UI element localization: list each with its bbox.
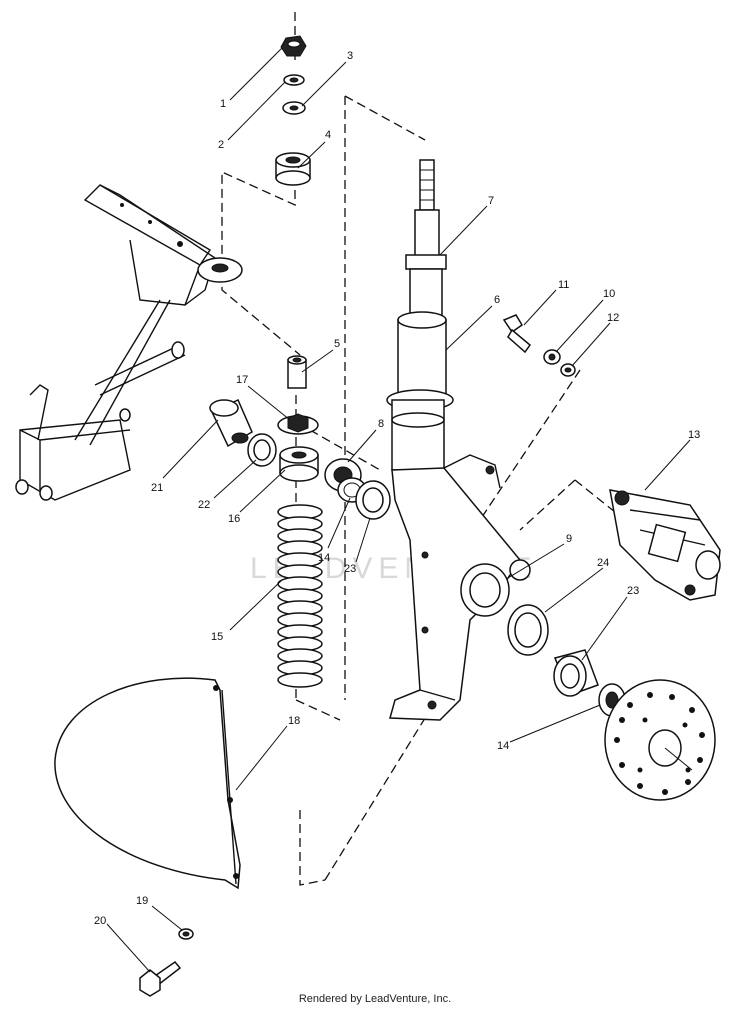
part-12-washer: [560, 363, 576, 377]
spindle-housing: [389, 454, 531, 721]
callout-15: 15: [211, 631, 223, 643]
part-7-spindle-shaft: [405, 159, 447, 325]
part-10-washer: [543, 349, 561, 365]
callout-23-upper: 23: [344, 563, 356, 575]
part-18-dust-cover: [54, 677, 241, 890]
part-23-race-lower: [553, 649, 599, 697]
callout-13: 13: [688, 429, 700, 441]
callout-22: 22: [198, 499, 210, 511]
callout-24: 24: [597, 557, 609, 569]
leader-lines: [106, 47, 691, 973]
part-21-plug: [209, 398, 253, 448]
callout-1: 1: [220, 98, 226, 110]
callout-16: 16: [228, 513, 240, 525]
part-4-bearing: [275, 152, 311, 186]
callout-9: 9: [566, 533, 572, 545]
part-22-cup: [247, 433, 277, 467]
callout-23-lower: 23: [627, 585, 639, 597]
callout-12: 12: [607, 312, 619, 324]
part-2-washer: [283, 74, 305, 86]
callout-8: 8: [378, 418, 384, 430]
callout-20: 20: [94, 915, 106, 927]
callout-14-upper: 14: [318, 552, 330, 564]
callout-18: 18: [288, 715, 300, 727]
part-5-nut: [287, 355, 307, 389]
brake-disc: [604, 679, 716, 801]
render-credit: Rendered by LeadVenture, Inc.: [298, 993, 452, 1005]
callout-21: 21: [151, 482, 163, 494]
callout-17: 17: [236, 374, 248, 386]
part-11-bolt: [502, 314, 532, 354]
callout-5: 5: [334, 338, 340, 350]
callout-10: 10: [603, 288, 615, 300]
callout-6: 6: [494, 294, 500, 306]
callout-19: 19: [136, 895, 148, 907]
part-20-bolt: [139, 960, 182, 997]
part-16-bushing: [279, 446, 319, 482]
part-17-washer: [277, 413, 319, 435]
callout-11: 11: [558, 279, 569, 291]
callout-2: 2: [218, 139, 224, 151]
tractor-frame-assembly: [15, 184, 243, 501]
part-23-race-upper: [355, 480, 391, 520]
part-24-seal: [507, 604, 549, 656]
part-6-shock-tube: [386, 311, 454, 471]
part-1-nut: [280, 35, 307, 57]
callout-numbers: 1 2 3 4 5 6 7 8 9 10 11 12 13 14 14 15 1…: [94, 50, 700, 927]
callout-4: 4: [325, 129, 331, 141]
part-15-spring: [277, 504, 323, 688]
part-19-washer: [178, 928, 194, 940]
part-3-washer: [282, 101, 306, 115]
callout-14-lower: 14: [497, 740, 509, 752]
callout-3: 3: [347, 50, 353, 62]
callout-7: 7: [488, 195, 494, 207]
part-13-brake-caliper: [609, 489, 721, 601]
